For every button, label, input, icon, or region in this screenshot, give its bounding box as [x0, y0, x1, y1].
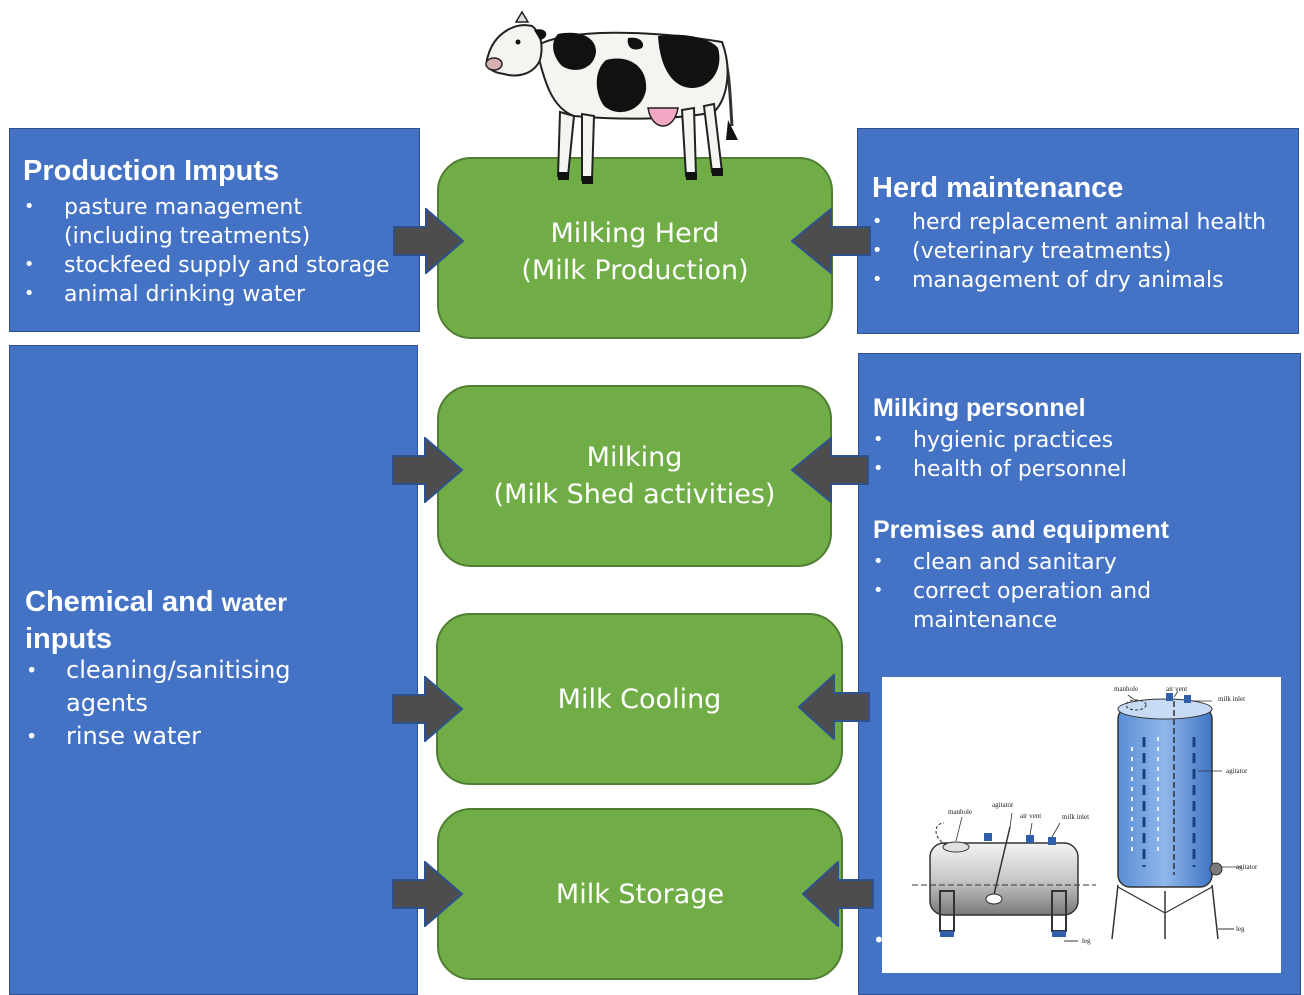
- bullet-icon: •: [24, 284, 35, 304]
- chemical-inputs-box: Chemical and water inputs •cleaning/sani…: [9, 345, 418, 995]
- list-item: •animal drinking water: [24, 282, 306, 307]
- horizontal-tank-body: [929, 842, 1079, 916]
- list-item: maintenance: [913, 608, 1058, 633]
- tank-label: agitator: [1236, 863, 1258, 871]
- tank-label: agitator: [1226, 767, 1248, 775]
- bullet-icon: •: [872, 212, 883, 232]
- list-item: •health of personnel: [873, 457, 1127, 482]
- arrow-left-icon: [802, 861, 874, 927]
- herd-maintenance-box: Herd maintenance •herd replacement anima…: [857, 128, 1299, 334]
- list-item: •management of dry animals: [872, 268, 1224, 293]
- list-item: •pasture management: [24, 195, 302, 220]
- stage-milking-herd: Milking Herd (Milk Production): [437, 157, 833, 339]
- arrow-left-icon: [791, 437, 869, 503]
- arrow-left-icon: [798, 674, 870, 740]
- bullet-icon: •: [872, 270, 883, 290]
- list-item: •correct operation and: [873, 579, 1152, 604]
- production-inputs-box: Production Imputs •pasture management (i…: [9, 128, 420, 332]
- tank-label: leg: [1082, 937, 1091, 945]
- list-item: (including treatments): [64, 224, 311, 249]
- list-item: •hygienic practices: [873, 428, 1114, 453]
- tank-label: milk inlet: [1062, 813, 1089, 821]
- bullet-icon: •: [873, 459, 884, 479]
- list-item: •cleaning/sanitising: [26, 654, 291, 687]
- tank-label: manhole: [948, 808, 972, 816]
- bullet-icon: •: [873, 430, 884, 450]
- list-item: •rinse water: [26, 720, 291, 753]
- list-item: •(veterinary treatments): [872, 239, 1172, 264]
- production-inputs-list: •pasture management (including treatment…: [24, 193, 390, 309]
- arrow-right-icon: [392, 861, 464, 927]
- tank-label: agitator: [992, 801, 1014, 809]
- bullet-icon: •: [26, 725, 38, 748]
- stage-milking: Milking (Milk Shed activities): [437, 385, 832, 567]
- herd-maintenance-list: •herd replacement animal health •(veteri…: [872, 208, 1266, 295]
- list-item: •herd replacement animal health: [872, 210, 1267, 235]
- list-item: •clean and sanitary: [873, 550, 1117, 575]
- arrow-right-icon: [392, 437, 464, 503]
- stray-bullet: •: [873, 928, 885, 952]
- arrow-right-icon: [392, 676, 464, 742]
- list-item: •stockfeed supply and storage: [24, 253, 390, 278]
- bullet-icon: •: [873, 581, 884, 601]
- tank-label: milk inlet: [1218, 695, 1245, 703]
- tank-label: manhole: [1114, 685, 1138, 693]
- bullet-icon: •: [24, 255, 35, 275]
- bullet-icon: •: [873, 552, 884, 572]
- milking-personnel-title: Milking personnel: [873, 394, 1086, 422]
- chemical-inputs-title: Chemical and water inputs: [25, 586, 287, 655]
- production-inputs-title: Production Imputs: [23, 155, 280, 187]
- cow-illustration: [485, 10, 738, 184]
- bullet-icon: •: [26, 659, 38, 682]
- arrow-right-icon: [393, 208, 465, 274]
- bullet-icon: •: [872, 241, 883, 261]
- chemical-inputs-list: •cleaning/sanitising agents •rinse water: [26, 654, 291, 753]
- tank-label: air vent: [1020, 812, 1041, 820]
- bullet-icon: •: [24, 197, 35, 217]
- tank-label: leg: [1236, 925, 1245, 933]
- tank-label: air vent: [1166, 685, 1187, 693]
- tank-illustration: manhole air vent milk inlet agitator agi…: [882, 677, 1281, 973]
- stage-milk-cooling: Milk Cooling: [436, 613, 843, 785]
- list-item: agents: [66, 689, 148, 717]
- premises-title: Premises and equipment: [873, 516, 1169, 544]
- arrow-left-icon: [791, 208, 871, 274]
- stage-milk-storage: Milk Storage: [437, 808, 843, 980]
- milking-personnel-list: •hygienic practices •health of personnel: [873, 426, 1127, 484]
- herd-maintenance-title: Herd maintenance: [872, 172, 1124, 204]
- premises-list: •clean and sanitary •correct operation a…: [873, 548, 1151, 635]
